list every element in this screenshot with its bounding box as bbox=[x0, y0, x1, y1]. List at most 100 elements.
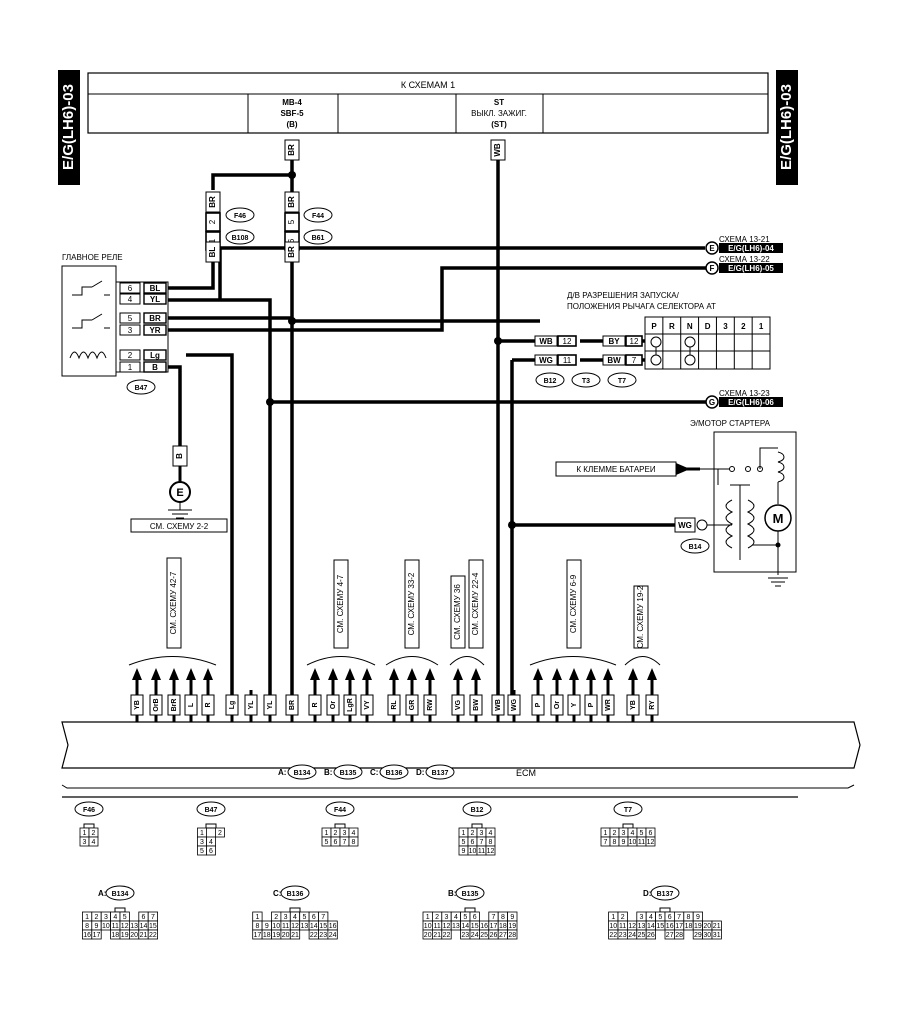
selector-position: N bbox=[687, 322, 693, 331]
svg-text:10: 10 bbox=[609, 923, 617, 930]
ecm-wire-color: YB bbox=[134, 700, 141, 710]
ecm-conn-label: B:B135 bbox=[324, 764, 363, 780]
arrow-head bbox=[132, 668, 142, 680]
vertical-ref[interactable]: СМ. СХЕМУ 36 bbox=[450, 575, 466, 649]
svg-text:E/G(LH6)-03: E/G(LH6)-03 bbox=[778, 84, 795, 170]
svg-text:29: 29 bbox=[694, 932, 702, 939]
top-bus: К СХЕМАМ 1 MB-4 SBF-5 (B) ST ВЫКЛ. ЗАЖИГ… bbox=[87, 72, 769, 134]
fuse-connector-left: BR 2 1 BL F46 B108 bbox=[205, 191, 255, 263]
svg-text:T7: T7 bbox=[618, 378, 626, 385]
inhibitor-conn-t7: T7 bbox=[607, 372, 637, 388]
svg-text:31: 31 bbox=[713, 932, 721, 939]
arrow-head bbox=[328, 668, 338, 680]
arrow-head bbox=[471, 668, 481, 680]
ecm-wire-color: WG bbox=[511, 698, 518, 711]
svg-text:2: 2 bbox=[334, 830, 338, 837]
top-wire-labels: BR WB bbox=[284, 139, 506, 161]
relay-pin-number: 6 bbox=[128, 284, 133, 293]
svg-text:8: 8 bbox=[501, 914, 505, 921]
svg-text:11: 11 bbox=[112, 923, 119, 930]
vertical-ref[interactable]: СМ. СХЕМУ 4-7 bbox=[333, 559, 349, 649]
vertical-ref[interactable]: СМ. СХЕМУ 22-4 bbox=[468, 559, 484, 649]
svg-text:13: 13 bbox=[130, 923, 138, 930]
svg-text:6: 6 bbox=[287, 238, 296, 243]
arrow-group-arc bbox=[385, 656, 439, 666]
vertical-ref[interactable]: СМ. СХЕМУ 33-2 bbox=[404, 559, 420, 649]
vertical-ref[interactable]: СМ. СХЕМУ 19-2 bbox=[633, 585, 649, 649]
main-relay-title: ГЛАВНОЕ РЕЛЕ bbox=[62, 253, 123, 262]
svg-text:2: 2 bbox=[92, 830, 96, 837]
svg-text:22: 22 bbox=[310, 932, 318, 939]
arrow-head bbox=[533, 668, 543, 680]
starter-motor-symbol: M bbox=[773, 511, 784, 526]
svg-text:8: 8 bbox=[687, 914, 691, 921]
svg-text:8: 8 bbox=[85, 923, 89, 930]
inhibitor-wire-in: WG bbox=[539, 356, 553, 365]
svg-text:16: 16 bbox=[83, 932, 91, 939]
ecm-wire-color: Y bbox=[571, 702, 578, 707]
svg-text:1: 1 bbox=[85, 914, 89, 921]
svg-text:20: 20 bbox=[130, 932, 138, 939]
svg-text:2: 2 bbox=[471, 830, 475, 837]
inhibitor-pin-c: 12 bbox=[630, 337, 639, 346]
ecm-wire-color: VY bbox=[364, 700, 371, 710]
svg-text:6: 6 bbox=[334, 839, 338, 846]
arrow-head bbox=[407, 668, 417, 680]
svg-text:5: 5 bbox=[287, 219, 296, 224]
svg-text:B14: B14 bbox=[689, 544, 702, 551]
arrow-head bbox=[345, 668, 355, 680]
ref-scheme: СХЕМА 13-21 bbox=[719, 235, 770, 244]
ref-code: E/G(LH6)-06 bbox=[728, 398, 774, 407]
svg-text:BR: BR bbox=[287, 144, 296, 156]
svg-text:4: 4 bbox=[113, 914, 117, 921]
vertical-ref[interactable]: СМ. СХЕМУ 42-7 bbox=[166, 557, 182, 649]
svg-text:3: 3 bbox=[343, 830, 347, 837]
svg-text:3: 3 bbox=[104, 914, 108, 921]
svg-text:26: 26 bbox=[647, 932, 655, 939]
svg-text:B:: B: bbox=[324, 768, 332, 777]
ref-scheme: СХЕМА 13-22 bbox=[719, 255, 770, 264]
arrow-head bbox=[203, 668, 213, 680]
svg-text:2: 2 bbox=[274, 914, 278, 921]
ecm-wire-color: Lg bbox=[229, 701, 236, 710]
svg-text:12: 12 bbox=[291, 923, 299, 930]
inhibitor-wire-out: BW bbox=[607, 356, 621, 365]
ecm-wire-color: P bbox=[588, 702, 595, 707]
svg-text:E/G(LH6)-03: E/G(LH6)-03 bbox=[60, 84, 77, 170]
svg-text:4: 4 bbox=[631, 830, 635, 837]
vertical-ref[interactable]: СМ. СХЕМУ 6-9 bbox=[566, 559, 582, 649]
svg-text:6: 6 bbox=[142, 914, 146, 921]
svg-text:B108: B108 bbox=[232, 235, 249, 242]
arrow-head bbox=[628, 668, 638, 680]
ecm-wire-color: LgR bbox=[347, 698, 354, 712]
svg-text:11: 11 bbox=[433, 923, 440, 930]
svg-text:22: 22 bbox=[443, 932, 451, 939]
svg-text:F44: F44 bbox=[334, 807, 346, 814]
ref-scheme: СХЕМА 13-23 bbox=[719, 389, 770, 398]
svg-text:13: 13 bbox=[301, 923, 309, 930]
svg-text:7: 7 bbox=[480, 839, 484, 846]
ecm-conn-label: D:B137 bbox=[416, 764, 455, 780]
svg-text:A:: A: bbox=[278, 768, 286, 777]
starter-motor: Э/МОТОР СТАРТЕРА К КЛЕММЕ БАТАРЕИ M WG B… bbox=[555, 419, 797, 587]
svg-text:7: 7 bbox=[604, 839, 608, 846]
svg-text:21: 21 bbox=[433, 932, 441, 939]
svg-text:21: 21 bbox=[713, 923, 721, 930]
ecm-wire-color: RL bbox=[391, 700, 398, 710]
ecm-wire-color: YL bbox=[267, 700, 274, 710]
see-scheme-2-2: СМ. СХЕМУ 2-2 bbox=[130, 518, 228, 533]
svg-text:B134: B134 bbox=[112, 891, 129, 898]
arrow-group-arc bbox=[624, 656, 661, 666]
ecm-wire-color: L bbox=[188, 702, 195, 707]
ecm-conn-label: A:B134 bbox=[278, 764, 317, 780]
svg-text:E: E bbox=[176, 487, 183, 499]
